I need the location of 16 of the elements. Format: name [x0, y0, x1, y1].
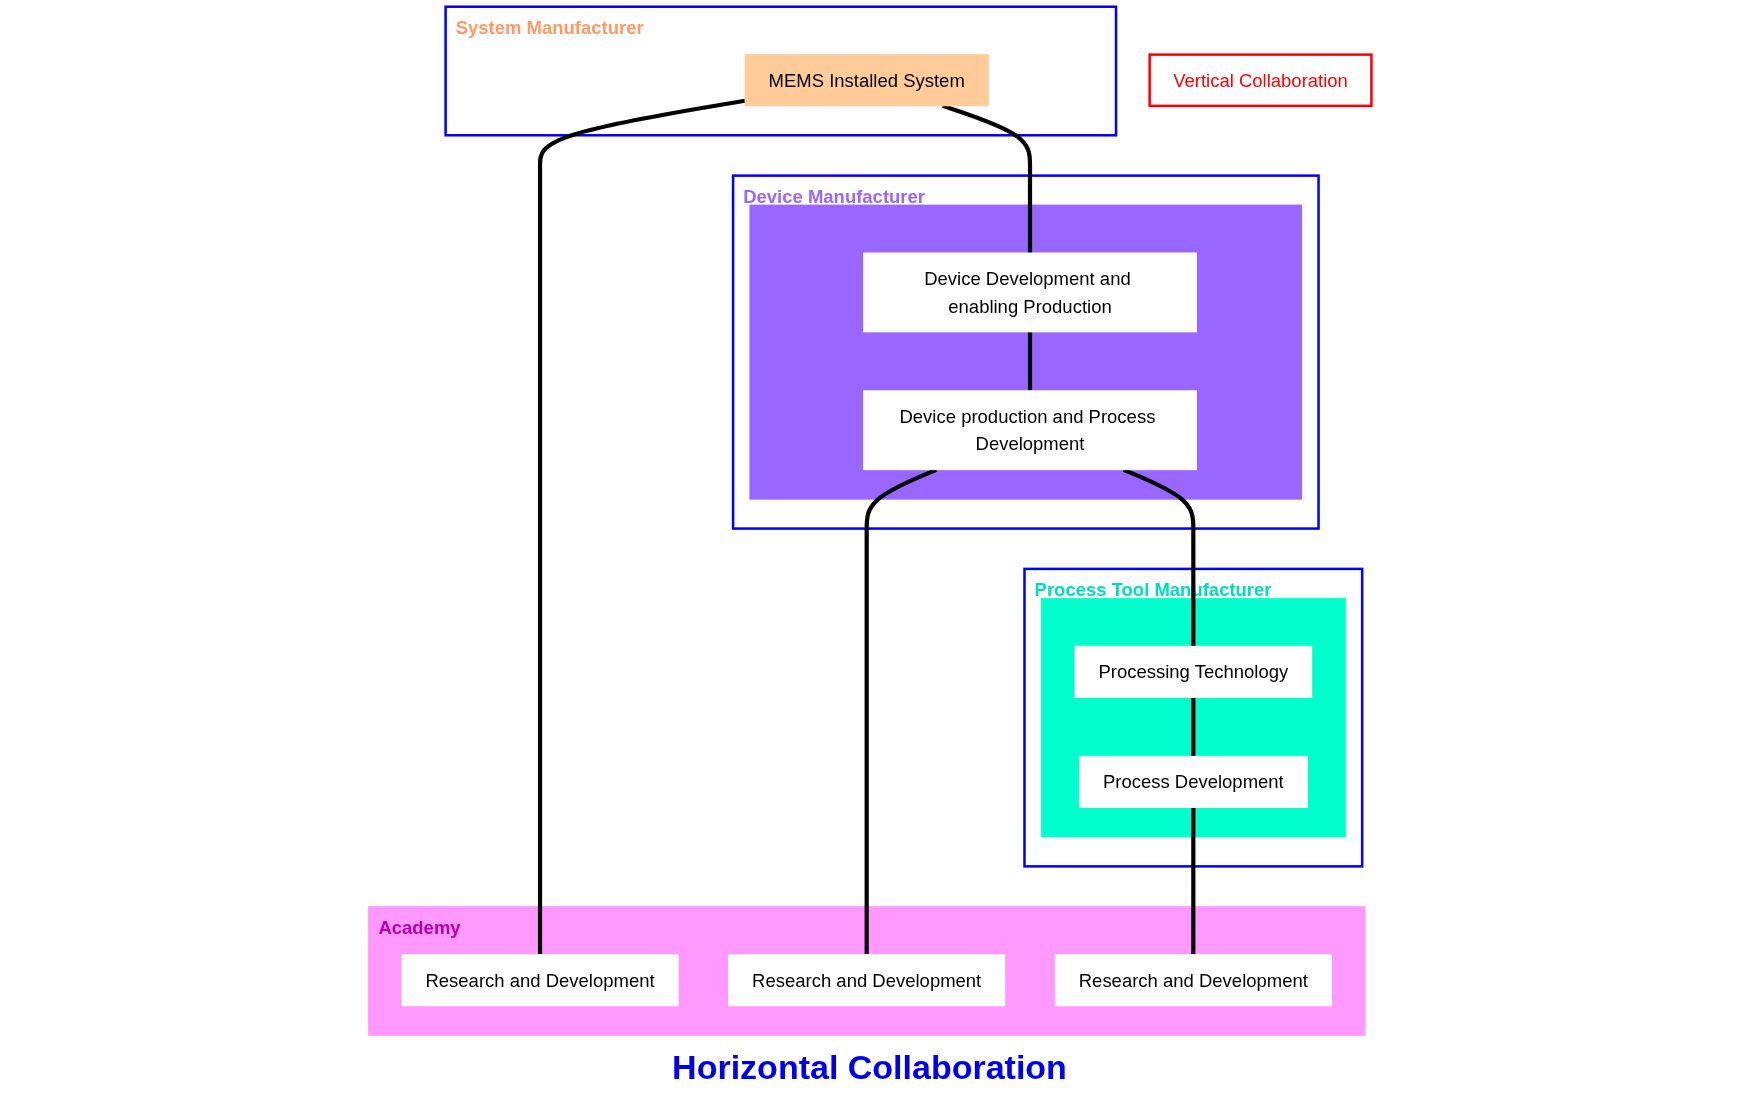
connector — [1027, 331, 1032, 391]
cluster — [749, 204, 1302, 500]
node-box: Vertical Collaboration — [1148, 53, 1373, 108]
node-box: Processing Technology — [1074, 645, 1312, 698]
cluster — [1040, 597, 1346, 838]
node-box: Research and Development — [1054, 954, 1332, 1007]
node-box: Research and Development — [727, 954, 1005, 1007]
connector — [537, 98, 746, 955]
collaboration-label: Horizontal Collaboration — [672, 1048, 1067, 1086]
connector — [1190, 697, 1196, 757]
node-box: Process Development — [1078, 755, 1308, 808]
connector — [1190, 807, 1196, 955]
node-box: MEMS Installed System — [744, 54, 989, 107]
node-box: Research and Development — [401, 954, 679, 1007]
node-box: Device production and Process Development — [862, 390, 1197, 471]
node-box: Device Development and enabling Production — [862, 252, 1197, 333]
